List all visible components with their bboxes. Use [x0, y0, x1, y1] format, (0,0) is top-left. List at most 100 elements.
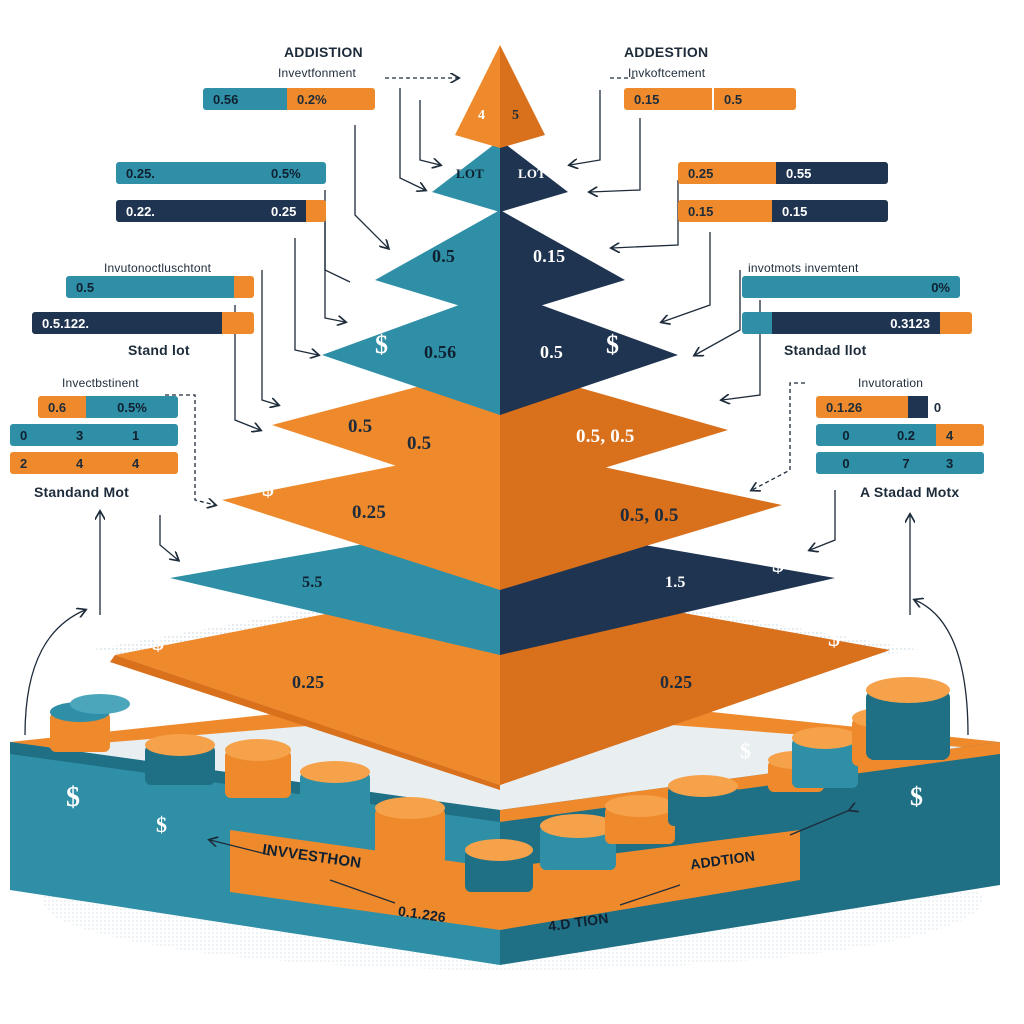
right-bar-c2: 0 0.2 4 — [816, 424, 984, 446]
left-bar-a1: 0.25. 0.5% — [116, 162, 326, 184]
left-bar-c3-b: 4 — [76, 455, 84, 471]
right-bar-b2-b: 0.3123 — [772, 312, 940, 334]
tier-6-left-symbol: $ — [210, 548, 223, 574]
right-bar-c1-sep — [907, 396, 928, 418]
left-bar-b1-b — [234, 276, 254, 298]
right-bar-a2-b: 0.15 — [772, 200, 888, 222]
apex-left-label: 4 — [478, 108, 486, 123]
left-bar-c3-c: 4 — [132, 455, 140, 471]
left-low-title: Invectbstinent — [62, 376, 139, 390]
left-bar-c2: 0 3 1 — [10, 424, 178, 446]
tier-7-left-symbol: $ — [152, 630, 165, 656]
left-mid-caption: Stand lot — [128, 342, 190, 358]
left-top-subtitle: Invevtfonment — [278, 66, 356, 80]
apex-right-label: 5 — [512, 108, 520, 123]
tier-4-right-label: 0.5, 0.5 — [576, 426, 635, 447]
tier-6-left-label: 5.5 — [302, 574, 323, 591]
base-right-symbol: $ — [740, 738, 752, 763]
tier-5-left-symbol: $ — [262, 476, 275, 502]
right-top-title: ADDESTION — [624, 44, 709, 60]
right-bar-a2-a: 0.15 — [678, 200, 772, 222]
right-bar-b2: 0.3123 — [742, 312, 972, 334]
left-bar-b2-b — [222, 312, 254, 334]
right-bar-c3-b: 7 — [902, 455, 910, 471]
tier-6-right-label: 1.5 — [665, 574, 686, 591]
coin-stack-7 — [540, 814, 616, 870]
right-bar-b2-a — [742, 312, 772, 334]
right-top-bar-b: 0.5 — [712, 88, 796, 110]
coin-stack-13 — [866, 677, 950, 760]
coin-stack-3 — [225, 739, 291, 798]
coin-stack-8 — [605, 795, 675, 844]
base-right-symbol-b: $ — [910, 782, 924, 811]
tier-2-right-label: 0.15 — [533, 246, 566, 266]
right-bar-b1: 0% — [742, 276, 960, 298]
tier-4-left-label-b: 0.5 — [407, 433, 432, 454]
tier-4 — [272, 365, 728, 500]
right-bar-a1: 0.25 0.55 — [678, 162, 888, 184]
tier-6-right-symbol: $ — [772, 552, 785, 578]
left-bar-b1: 0.5 — [66, 276, 254, 298]
right-bar-a1-b: 0.55 — [776, 162, 888, 184]
base-left-symbol-b: $ — [156, 812, 168, 837]
left-top-bar: 0.56 0.2% — [203, 88, 375, 110]
tier-7-right-symbol: $ — [828, 626, 841, 652]
tier-3 — [322, 290, 678, 415]
tier-2-left-label: 0.5 — [432, 246, 456, 266]
left-bar-b2-a: 0.5.122. — [32, 312, 222, 334]
right-top-bar: 0.15 0.5 — [624, 88, 796, 110]
left-bar-b1-a: 0.5 — [66, 276, 234, 298]
left-bar-c2-c: 1 — [132, 427, 140, 443]
right-bar-c3-a: 0 — [842, 455, 850, 471]
base-left-symbol: $ — [66, 782, 81, 813]
left-bar-a2-c — [306, 200, 326, 222]
left-bar-a2-a: 0.22. — [116, 200, 261, 222]
coin-stack-6 — [465, 839, 533, 892]
coin-stack-9 — [668, 775, 738, 826]
tier-5 — [222, 445, 782, 590]
left-bar-c1-b: 0.5% — [86, 396, 178, 418]
right-bar-c3: 0 7 3 — [816, 452, 984, 474]
tier-5-left-label: 0.25 — [352, 502, 387, 523]
left-top-title: ADDISTION — [284, 44, 363, 60]
right-bar-c2-a: 0 — [816, 424, 876, 446]
left-bar-b2: 0.5.122. — [32, 312, 254, 334]
tier-7-left-label: 0.25 — [292, 672, 325, 692]
tier-3-right-label: 0.5 — [540, 342, 564, 362]
right-bar-c1: 0.1.26 0 — [816, 396, 956, 418]
left-bar-c1: 0.6 0.5% — [38, 396, 178, 418]
right-mid-title: invotmots invemtent — [748, 261, 859, 275]
tier-1 — [432, 140, 568, 212]
coin-stack-1 — [50, 694, 130, 752]
coin-stack-11 — [792, 727, 858, 788]
tier-3-left-symbol: $ — [375, 330, 389, 359]
right-bar-b1-a: 0% — [931, 279, 950, 295]
left-bar-c2-a: 0 — [20, 427, 28, 443]
right-bar-c1-a: 0.1.26 — [816, 396, 908, 418]
right-bar-c1-b: 0 — [927, 396, 956, 418]
tier-5-right-label: 0.5, 0.5 — [620, 505, 679, 526]
apex — [455, 45, 545, 148]
left-bar-c1-a: 0.6 — [38, 396, 86, 418]
tier-7-right-label: 0.25 — [660, 672, 693, 692]
right-top-bar-a: 0.15 — [624, 88, 712, 110]
tier-4-left-label: 0.5 — [348, 416, 373, 437]
right-bar-a1-a: 0.25 — [678, 162, 776, 184]
tier-3-right-symbol: $ — [606, 330, 620, 359]
tier-1-left-label: LOT — [456, 166, 485, 181]
left-top-bar-b: 0.2% — [287, 88, 375, 110]
right-bar-c3-c: 3 — [946, 455, 954, 471]
coin-stack-2 — [145, 734, 215, 785]
right-bar-b2-c — [940, 312, 972, 334]
right-top-subtitle: Invkoftcement — [628, 66, 706, 80]
left-bar-a2-b: 0.25 — [261, 200, 306, 222]
right-bar-c2-b: 0.2 — [876, 424, 936, 446]
right-bar-a2: 0.15 0.15 — [678, 200, 888, 222]
right-mid-caption: Standad llot — [784, 342, 867, 358]
left-low-caption: Standand Mot — [34, 484, 129, 500]
right-bar-c2-c: 4 — [936, 424, 984, 446]
coin-stack-4 — [300, 761, 370, 828]
tier-2 — [375, 210, 625, 318]
